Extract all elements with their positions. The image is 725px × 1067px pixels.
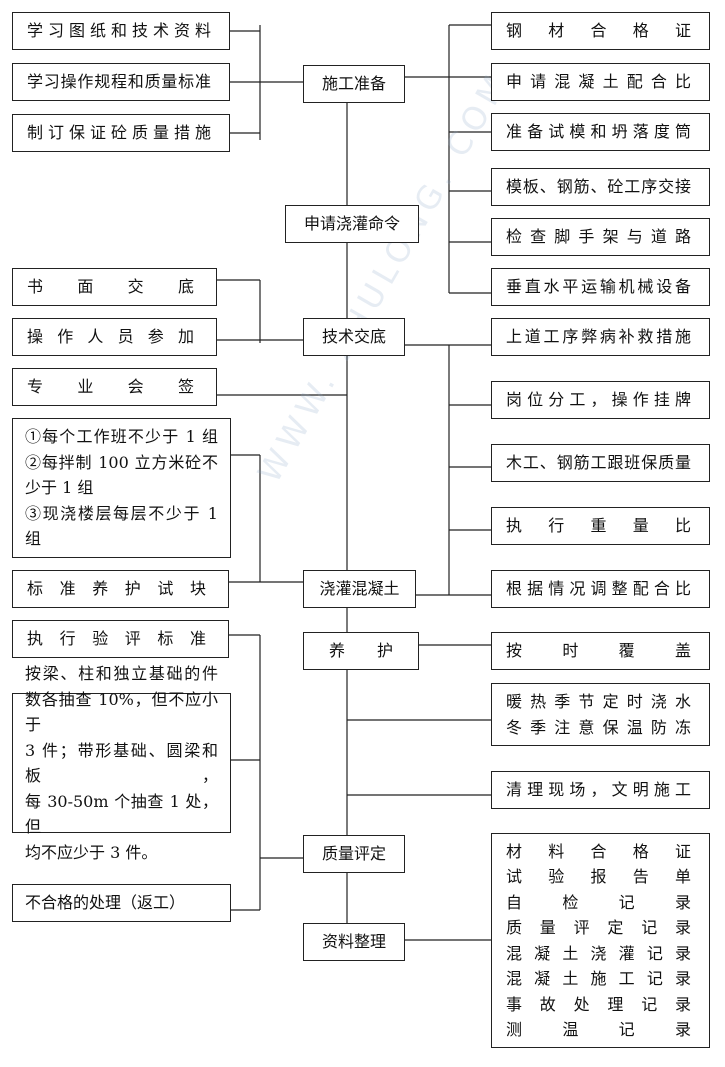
right-transport-equipment: 垂直水平运输机械设备 (491, 268, 710, 306)
left-written-briefing: 书面交底 (12, 268, 217, 306)
right-role-assignment: 岗位分工，操作挂牌 (491, 381, 710, 419)
right-seasonal-curing: 暖热季节定时浇水 冬季注意保温防冻 (491, 683, 710, 746)
left-quality-measures: 制订保证砼质量措施 (12, 114, 230, 152)
step-quality-evaluation: 质量评定 (303, 835, 405, 873)
right-process-handover: 模板、钢筋、砼工序交接 (491, 168, 710, 206)
step-construction-prep: 施工准备 (303, 65, 405, 103)
right-record-list: 材料合格证 试验报告单 自检记录 质量评定记录 混凝土浇灌记录 混凝土施工记录 … (491, 833, 710, 1048)
left-evaluation-standard: 执行验评标准 (12, 620, 229, 658)
right-mix-ratio-application: 申请混凝土配合比 (491, 63, 710, 101)
right-test-molds: 准备试模和坍落度筒 (491, 113, 710, 151)
left-professional-signoff: 专业会签 (12, 368, 217, 406)
left-operators-attend: 操作人员参加 (12, 318, 217, 356)
step-pour-concrete: 浇灌混凝土 (303, 570, 416, 608)
step-curing: 养 护 (303, 632, 419, 670)
right-weight-ratio: 执行重量比 (491, 507, 710, 545)
right-defect-remedies: 上道工序弊病补救措施 (491, 318, 710, 356)
left-spot-check-rules: 按梁、柱和独立基础的件 数各抽查 10%，但不应小于 3 件；带形基础、圆梁和板… (12, 664, 231, 862)
right-site-cleanup: 清理现场，文明施工 (491, 771, 710, 809)
left-study-rules: 学习操作规程和质量标准 (12, 63, 230, 101)
right-timely-cover: 按时覆盖 (491, 632, 710, 670)
step-document-organizing: 资料整理 (303, 923, 405, 961)
left-study-drawings: 学习图纸和技术资料 (12, 12, 230, 50)
left-unqualified-handling: 不合格的处理（返工） (12, 884, 231, 922)
right-workers-follow-up: 木工、钢筋工跟班保质量 (491, 444, 710, 482)
left-sampling-rules: ①每个工作班不少于 1 组 ②每拌制 100 立方米砼不 少于 1 组 ③现浇楼… (12, 418, 231, 558)
right-adjust-mix-ratio: 根据情况调整配合比 (491, 570, 710, 608)
right-scaffold-check: 检查脚手架与道路 (491, 218, 710, 256)
right-steel-certificate: 钢材合格证 (491, 12, 710, 50)
step-technical-briefing: 技术交底 (303, 318, 405, 356)
step-apply-pouring-order: 申请浇灌命令 (285, 205, 419, 243)
left-standard-curing-specimens: 标准养护试块 (12, 570, 229, 608)
